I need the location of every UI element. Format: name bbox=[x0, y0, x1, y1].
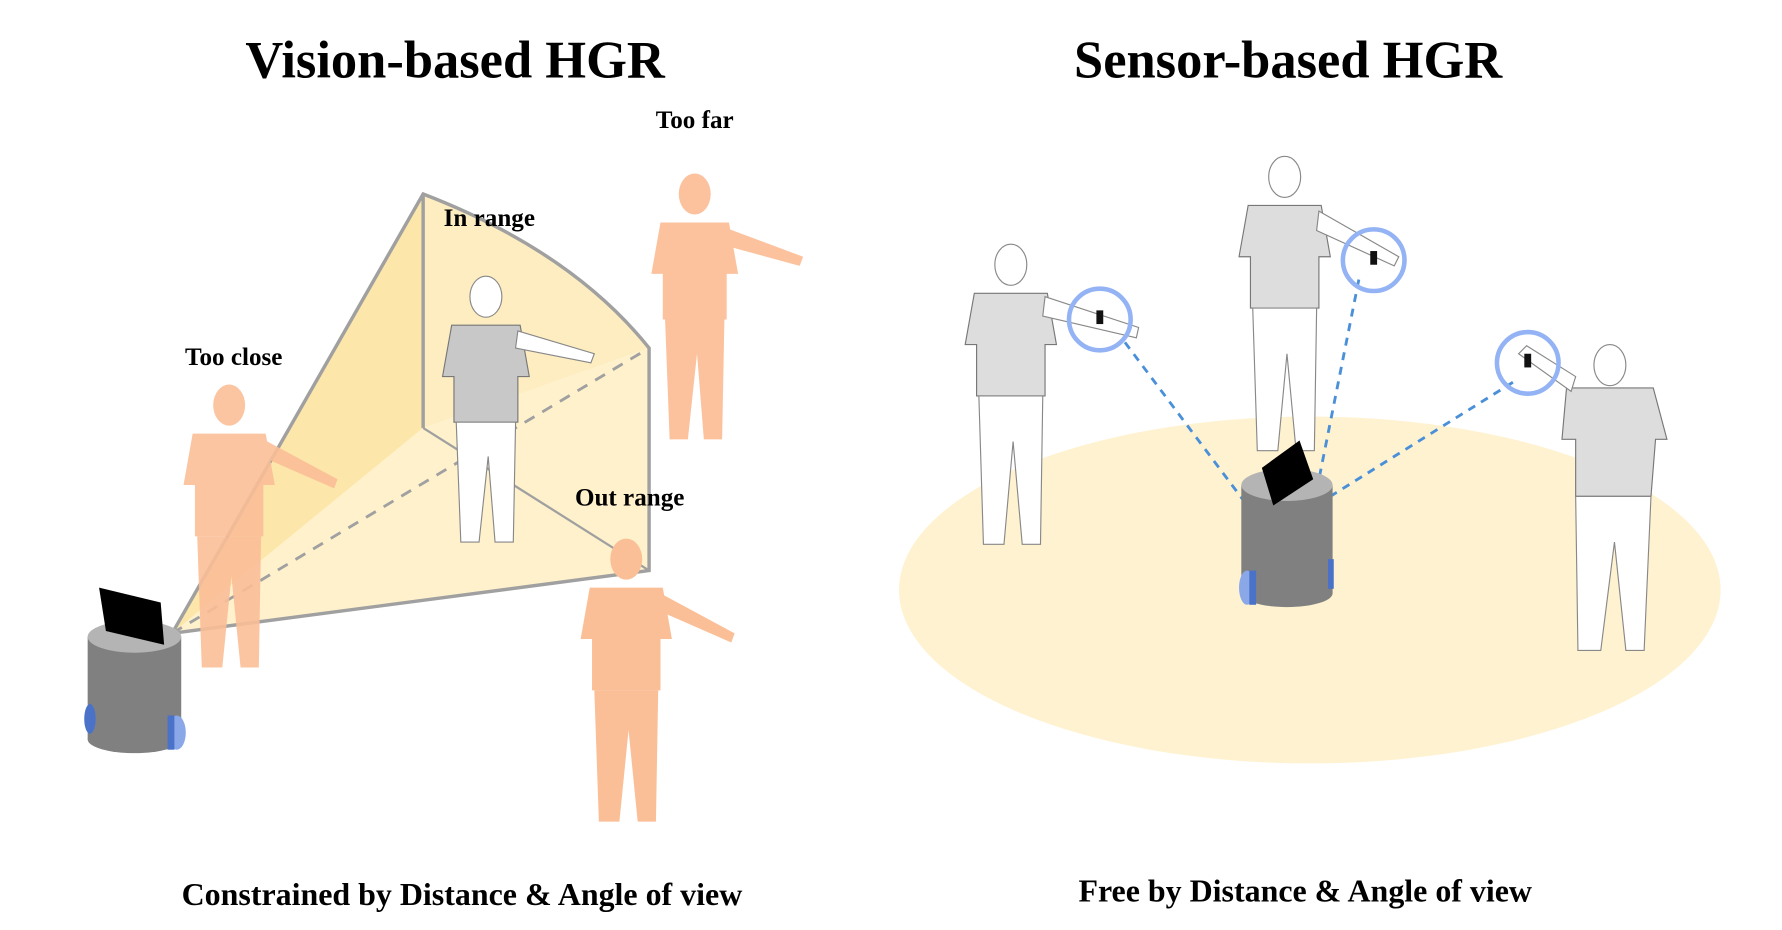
person-center bbox=[1238, 155, 1400, 452]
person-left bbox=[964, 243, 1140, 545]
sensor-hgr-title: Sensor-based HGR bbox=[1074, 32, 1503, 90]
person-too-far bbox=[651, 173, 804, 440]
label-too-far: Too far bbox=[656, 107, 734, 134]
label-too-close: Too close bbox=[185, 344, 282, 371]
label-in-range: In range bbox=[444, 205, 535, 232]
robot-center bbox=[1239, 440, 1334, 608]
robot-camera bbox=[84, 587, 186, 754]
vision-hgr-title: Vision-based HGR bbox=[245, 32, 666, 90]
person-in-range bbox=[441, 275, 596, 543]
person-too-close bbox=[183, 384, 338, 668]
sensor-links bbox=[1123, 279, 1514, 503]
wristband-icons bbox=[1096, 251, 1532, 368]
label-out-range: Out range bbox=[575, 485, 684, 512]
person-right-back bbox=[1517, 344, 1668, 651]
wearable-sensor-rings bbox=[1066, 227, 1561, 396]
person-out-range bbox=[580, 538, 735, 822]
sensor-hgr-caption: Free by Distance & Angle of view bbox=[1078, 873, 1532, 908]
vision-hgr-caption: Constrained by Distance & Angle of view bbox=[182, 877, 743, 912]
